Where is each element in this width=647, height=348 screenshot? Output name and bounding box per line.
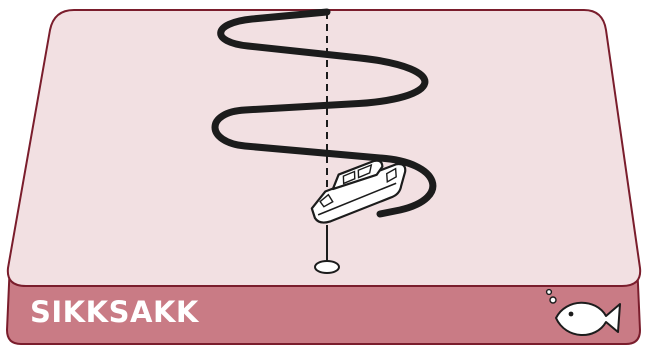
start-marker <box>315 261 339 273</box>
pattern-title: SIKKSAKK <box>30 292 199 332</box>
bubble-icon <box>547 290 552 295</box>
bubble-icon <box>550 297 556 303</box>
